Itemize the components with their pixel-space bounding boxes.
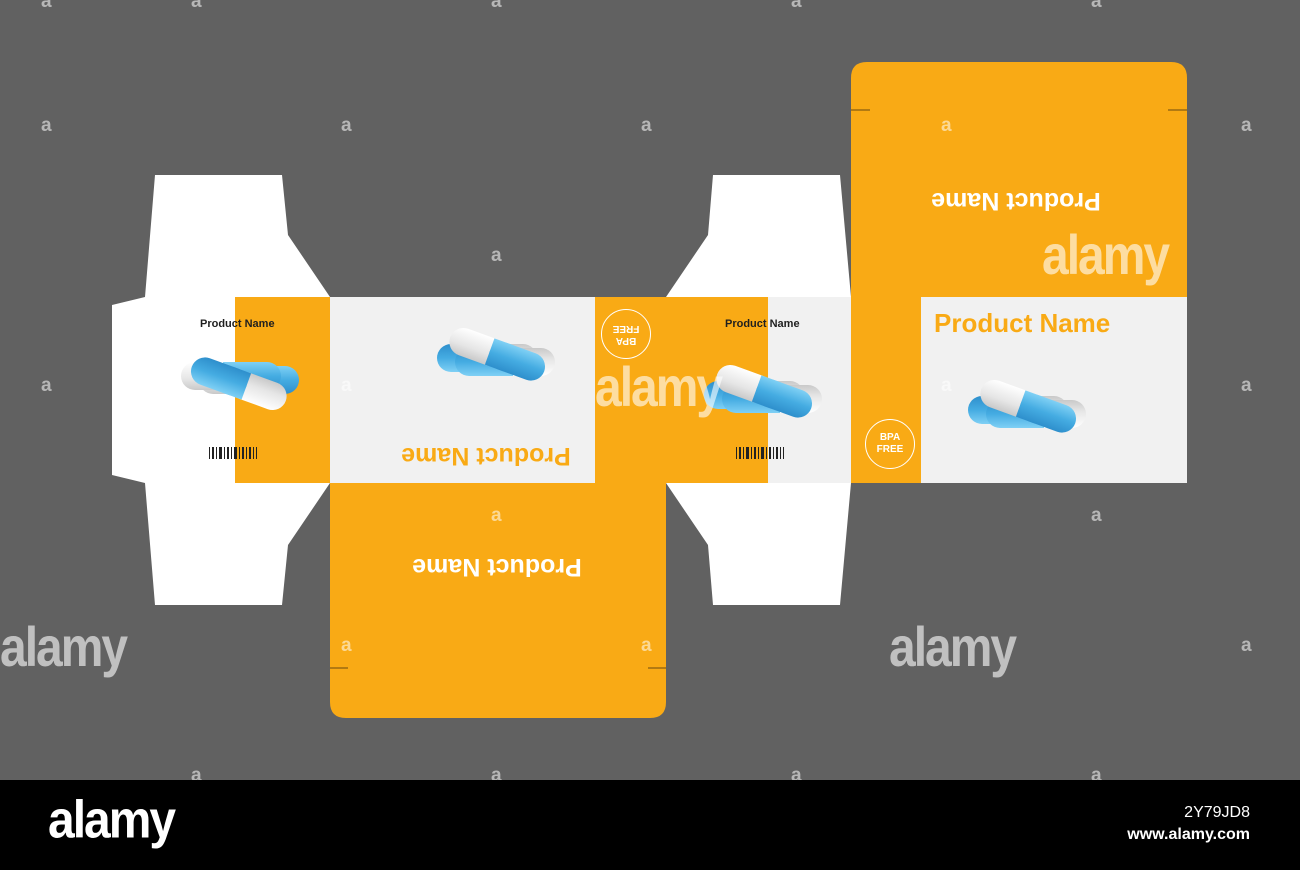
- right-bottom-dust-flap: [666, 483, 851, 605]
- badge-line-2: FREE: [876, 444, 904, 455]
- glue-tab: [112, 297, 145, 483]
- watermark-mark: a: [491, 245, 502, 266]
- watermark-mark: a: [1091, 0, 1102, 12]
- watermark-mark: a: [41, 375, 52, 396]
- box-dieline: [112, 62, 1187, 718]
- watermark-brand: alamy: [595, 357, 723, 419]
- watermark-mark: a: [1241, 115, 1252, 136]
- watermark-mark: a: [341, 115, 352, 136]
- alamy-logo: alamy: [48, 791, 176, 850]
- watermark-brand: alamy: [889, 617, 1017, 679]
- watermark-mark: a: [491, 0, 502, 12]
- front-panel: [921, 297, 1187, 483]
- bpa-free-badge: BPA FREE: [601, 309, 651, 359]
- watermark-mark: a: [1091, 765, 1102, 786]
- top-flap-product-name: Product Name: [931, 187, 1101, 215]
- watermark-mark: a: [191, 0, 202, 12]
- barcode-icon: [736, 447, 784, 459]
- stock-footer-bar: alamy 2Y79JD8 www.alamy.com: [0, 780, 1300, 870]
- watermark-mark: a: [191, 765, 202, 786]
- bpa-free-badge: BPA FREE: [865, 419, 915, 469]
- watermark-mark: a: [1241, 635, 1252, 656]
- watermark-brand: alamy: [0, 617, 128, 679]
- right-top-dust-flap: [666, 175, 851, 297]
- side-panel-right-product-name: Product Name: [725, 318, 800, 330]
- watermark-mark: a: [1241, 375, 1252, 396]
- badge-line-1: BPA: [615, 335, 637, 346]
- watermark-brand: alamy: [1042, 225, 1170, 287]
- side-panel-left-product-name: Product Name: [200, 318, 275, 330]
- back-panel-orange-strip: [595, 297, 666, 483]
- watermark-mark: a: [41, 0, 52, 12]
- watermark-mark: a: [1091, 505, 1102, 526]
- back-panel-product-name: Product Name: [401, 442, 571, 470]
- watermark-mark: a: [941, 375, 952, 396]
- badge-line-2: FREE: [612, 323, 640, 334]
- top-tuck-flap: [851, 62, 1187, 297]
- watermark-mark: a: [41, 115, 52, 136]
- left-bottom-dust-flap: [145, 483, 330, 605]
- watermark-mark: a: [341, 635, 352, 656]
- watermark-mark: a: [791, 0, 802, 12]
- watermark-mark: a: [791, 765, 802, 786]
- watermark-mark: a: [641, 635, 652, 656]
- watermark-mark: a: [941, 115, 952, 136]
- site-url: www.alamy.com: [1127, 826, 1250, 843]
- watermark-mark: a: [341, 375, 352, 396]
- watermark-mark: a: [491, 765, 502, 786]
- front-panel-product-name: Product Name: [934, 308, 1111, 338]
- barcode-icon: [209, 447, 257, 459]
- badge-line-1: BPA: [879, 432, 901, 443]
- image-id: 2Y79JD8: [1184, 804, 1250, 821]
- bottom-tuck-flap: [330, 483, 666, 718]
- left-top-dust-flap: [145, 175, 330, 297]
- watermark-mark: a: [491, 505, 502, 526]
- watermark-mark: a: [641, 115, 652, 136]
- bottom-flap-product-name: Product Name: [412, 553, 582, 581]
